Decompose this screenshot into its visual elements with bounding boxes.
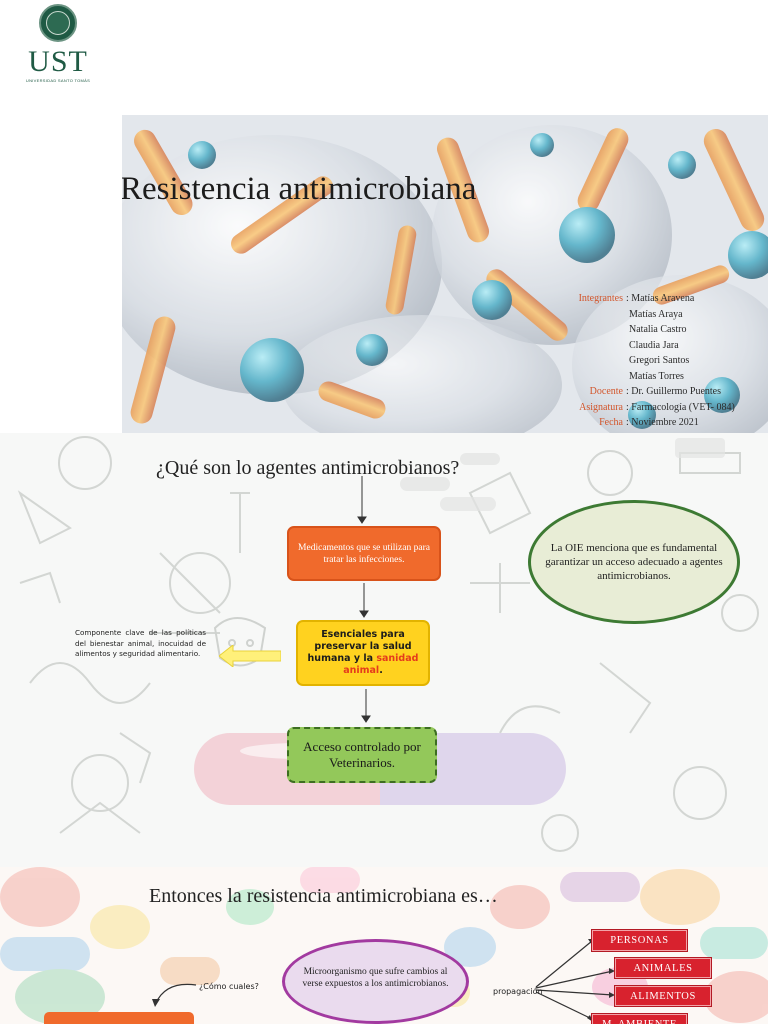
essential-box: Esenciales para preservar la salud human… [296,620,430,686]
credit-label: Docente [589,386,623,397]
microorganism-oval: Microorganismo que sufre cambios al vers… [282,939,469,1024]
flow-arrows [357,476,371,723]
slide-title-page[interactable]: Resistencia antimicrobiana Integrantes: … [122,115,768,433]
essential-highlight: sanidad animal [343,653,419,676]
tag-animales: ANIMALES [615,958,711,978]
presentation-title: Resistencia antimicrobiana [122,171,477,207]
controlled-access-box: Acceso controlado por Veterinarios. [287,727,437,783]
credit-value: Natalia Castro [629,324,687,335]
logo-subtitle: UNIVERSIDAD SANTO TOMÁS [25,78,91,83]
ust-logo: UST UNIVERSIDAD SANTO TOMÁS [22,4,94,88]
essential-text: Esenciales para preservar la salud human… [307,629,412,664]
left-arrow-icon [219,645,281,667]
slide-heading: Entonces la resistencia antimicrobiana e… [149,885,498,907]
credit-value: Farmacología (VET- 084) [631,401,735,413]
tag-personas: PERSONAS [592,930,687,951]
credit-value: Matías Araya [629,308,683,320]
credit-label: Asignatura [579,401,623,413]
definition-box: Medicamentos que se utilizan para tratar… [287,526,441,581]
credit-value: Claudia Jara [629,339,679,351]
credit-value: Matías Aravena [631,293,695,304]
essential-text-end: . [379,665,383,676]
university-seal-icon [39,4,77,42]
slide-antimicrobial-agents[interactable]: ¿Qué son lo agentes antimicrobianos? Med… [0,433,768,867]
slide-resistance-definition[interactable]: Entonces la resistencia antimicrobiana e… [0,867,768,1024]
credit-value: Matías Torres [629,370,684,382]
credit-label: Fecha [599,417,623,428]
oie-statement-oval: La OIE menciona que es fundamental garan… [528,500,740,624]
credit-value: Dr. Guillermo Puentes [631,386,721,397]
tag-alimentos: ALIMENTOS [615,986,711,1006]
credit-label: Integrantes [578,293,623,304]
slide-heading: ¿Qué son lo agentes antimicrobianos? [156,457,460,479]
credit-value: Noviembre 2021 [631,417,699,428]
credit-value: Gregori Santos [629,355,690,366]
side-note: Componente clave de las políticas del bi… [75,628,206,658]
bacteria-background-image [122,115,768,433]
question-label: ¿Cómo cuales? [199,982,259,991]
tag-medio-ambiente: M. AMBIENTE [592,1014,687,1024]
propagation-label: propagación [493,987,543,996]
orange-box-partial [44,1012,194,1024]
logo-text: UST [28,45,88,78]
credits-block: Integrantes: Matías Aravena Matías Araya… [552,291,735,431]
